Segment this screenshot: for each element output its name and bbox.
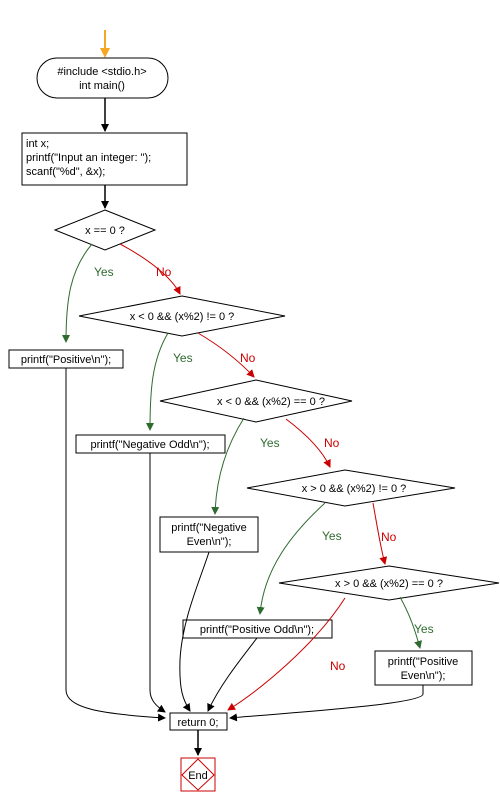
start-node: #include <stdio.h> int main(): [36, 57, 169, 99]
label-d2-yes: Yes: [173, 351, 193, 365]
label-d5-no: No: [330, 659, 346, 673]
output-positive-even: printf("Positive Even\n");: [374, 650, 473, 686]
label-d1-no: No: [156, 265, 172, 279]
edge-d5-yes: [399, 596, 422, 649]
label-d2-no: No: [240, 351, 256, 365]
input-line-1: int x;: [26, 138, 49, 150]
output-positive-even-line-1: printf("Positive: [388, 656, 459, 668]
edge-d4-yes: [256, 502, 326, 615]
decision-3-text: x < 0 && (x%2) == 0 ?: [217, 396, 325, 408]
edge-negative-odd-return: [149, 453, 166, 713]
decision-x-gt-0-even: x > 0 && (x%2) == 0 ?: [278, 565, 500, 601]
decision-1-text: x == 0 ?: [85, 225, 125, 237]
input-node: int x; printf("Input an integer: "); sca…: [21, 132, 188, 186]
decision-x-gt-0-odd: x > 0 && (x%2) != 0 ?: [246, 469, 456, 507]
label-d5-yes: Yes: [414, 622, 434, 636]
decision-5-text: x > 0 && (x%2) == 0 ?: [335, 578, 443, 590]
edge-d3-no: [285, 418, 331, 468]
output-negative-even-line-2: Even\n");: [187, 536, 232, 548]
output-positive-text: printf("Positive\n");: [21, 354, 111, 366]
start-line-1: #include <stdio.h>: [57, 66, 146, 78]
edge-positive-return: [65, 368, 166, 722]
edge-d5-no: [227, 597, 346, 711]
edge-positive-even-return: [229, 685, 424, 722]
output-positive-even-line-2: Even\n");: [401, 670, 446, 682]
return-node: return 0;: [169, 712, 228, 731]
decision-x-lt-0-even: x < 0 && (x%2) == 0 ?: [159, 379, 353, 423]
start-line-2: int main(): [79, 80, 125, 92]
label-d3-no: No: [324, 436, 340, 450]
return-text: return 0;: [178, 717, 219, 729]
output-negative-odd-text: printf("Negative Odd\n");: [90, 439, 209, 451]
output-positive-odd-text: printf("Positive Odd\n");: [200, 624, 314, 636]
label-d4-no: No: [381, 530, 397, 544]
label-d4-yes: Yes: [322, 529, 342, 543]
decision-x-eq-0: x == 0 ?: [53, 209, 157, 251]
edge-d2-yes: [146, 332, 169, 431]
edge-d3-yes: [211, 417, 245, 515]
output-negative-even: printf("Negative Even\n");: [159, 516, 259, 553]
output-positive-odd: printf("Positive Odd\n");: [182, 619, 333, 639]
input-line-2: printf("Input an integer: ");: [26, 152, 151, 164]
label-d3-yes: Yes: [260, 436, 280, 450]
output-positive: printf("Positive\n");: [8, 349, 124, 369]
end-node: End: [180, 757, 216, 792]
decision-2-text: x < 0 && (x%2) != 0 ?: [130, 311, 235, 323]
output-negative-even-line-1: printf("Negative: [171, 522, 246, 534]
decision-x-lt-0-odd: x < 0 && (x%2) != 0 ?: [78, 295, 286, 337]
label-d1-yes: Yes: [94, 265, 114, 279]
edge-d1-yes: [62, 243, 93, 343]
edge-d4-no: [372, 502, 388, 565]
edge-negative-even-return: [179, 551, 210, 712]
output-negative-odd: printf("Negative Odd\n");: [75, 434, 226, 454]
input-line-3: scanf("%d", &x);: [26, 166, 105, 178]
decision-4-text: x > 0 && (x%2) != 0 ?: [302, 483, 407, 495]
edge-d2-no: [197, 332, 255, 378]
edge-positive-odd-return: [207, 637, 258, 712]
edge-d1-no: [119, 243, 181, 295]
end-text: End: [188, 770, 208, 782]
